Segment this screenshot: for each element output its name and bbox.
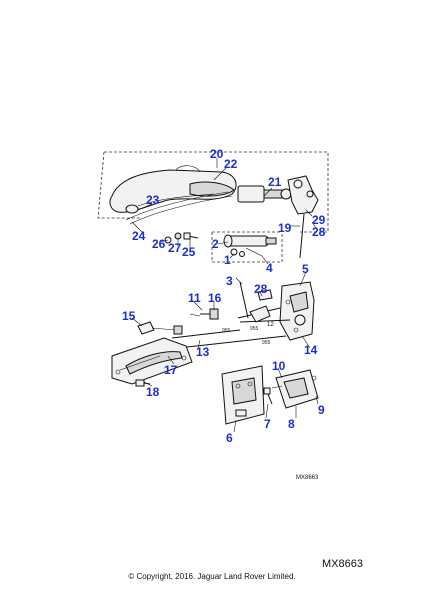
callout-10: 10 [272, 359, 286, 373]
callout-16: 16 [208, 291, 222, 305]
callout-17: 17 [164, 363, 178, 377]
callout-25: 25 [182, 245, 196, 259]
callout-24: 24 [132, 229, 146, 243]
door-lock-mechanism [279, 281, 315, 341]
callout-4: 4 [266, 261, 273, 275]
callout-29: 29 [312, 213, 326, 227]
handle-gasket [125, 191, 233, 225]
lock-linkage [237, 289, 291, 323]
striker-screw [263, 387, 273, 405]
leader-lines [131, 158, 319, 433]
ref-mark-c: 955 [250, 326, 259, 332]
callout-18: 18 [146, 385, 160, 399]
inline-label-12: 12 [267, 322, 274, 328]
door-striker [271, 369, 319, 409]
callout-13: 13 [196, 345, 210, 359]
callout-21: 21 [268, 175, 282, 189]
handle-fixings [164, 232, 199, 244]
ref-mark-a: 955 [222, 328, 231, 334]
callout-27: 27 [168, 241, 182, 255]
inner-handle-pivot [137, 321, 183, 335]
callout-3: 3 [226, 274, 233, 288]
callout-8: 8 [288, 417, 295, 431]
callout-2: 2 [212, 237, 219, 251]
callout-28-upper: 28 [312, 225, 326, 239]
callout-20: 20 [210, 147, 224, 161]
striker-base-plate [221, 365, 265, 425]
inner-door-handle [111, 337, 193, 385]
control-rod-upper [239, 281, 249, 319]
callout-28: 28 [254, 282, 268, 296]
callout-9: 9 [318, 403, 325, 417]
callout-22: 22 [224, 157, 238, 171]
rod-clips [189, 308, 219, 320]
callout-7: 7 [264, 417, 271, 431]
callout-1: 1 [224, 253, 231, 267]
lock-barrel [237, 185, 292, 203]
callout-14: 14 [304, 343, 318, 357]
ref-mark-b: 955 [262, 340, 271, 346]
lock-cylinder-assembly [223, 234, 277, 257]
outer-handle-group-frame [97, 151, 329, 263]
drawing-code-inline: MX8663 [296, 475, 319, 481]
callout-11: 11 [188, 291, 201, 305]
lock-lever-bracket [287, 175, 319, 259]
callout-15: 15 [122, 309, 136, 323]
copyright-notice: © Copyright, 2016. Jaguar Land Rover Lim… [128, 572, 296, 581]
drawing-code: MX8663 [322, 558, 363, 570]
callout-6: 6 [226, 431, 233, 445]
callout-23: 23 [146, 193, 160, 207]
callout-19: 19 [278, 221, 292, 235]
callout-26: 26 [152, 237, 166, 251]
outer-door-handle [109, 165, 237, 214]
callout-5: 5 [302, 262, 309, 276]
